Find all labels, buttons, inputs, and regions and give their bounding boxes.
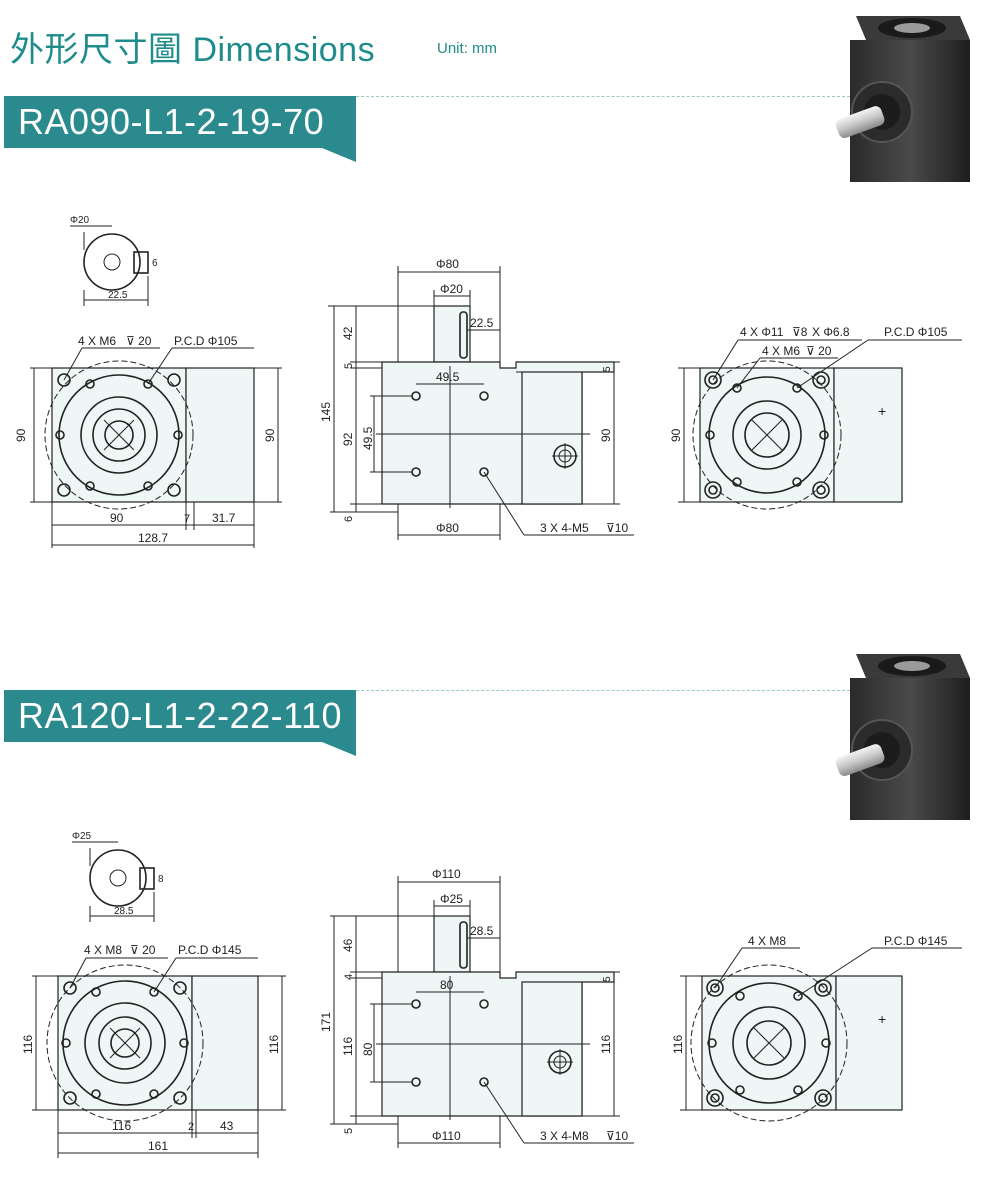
side-right-dim: 90: [599, 428, 613, 442]
plus-icon: +: [878, 1011, 886, 1027]
rear-holes-label: 4 X Φ11: [740, 325, 784, 339]
front-total-dim: 128.7: [138, 531, 168, 545]
side-h2-dim: 4: [343, 974, 355, 980]
rear-pcd-label: P.C.D Φ145: [884, 934, 948, 948]
side-h1-dim: 42: [341, 326, 355, 340]
side-total-dim: 145: [319, 402, 333, 422]
rear-cb2-label: X Φ6.8: [812, 325, 850, 339]
model-banner-1: RA090-L1-2-19-70: [4, 96, 356, 162]
side-right-top-dim: 5: [602, 976, 613, 982]
front-pcd-label: P.C.D Φ145: [178, 943, 242, 957]
side-right-dim: 116: [599, 1035, 613, 1054]
side-h4-dim: 6: [343, 516, 355, 522]
front-w2-dim: 2: [188, 1121, 194, 1133]
rear-side-dim: 116: [671, 1035, 685, 1054]
side-bottom-dim: Φ110: [432, 1129, 461, 1143]
shaft-key-detail: Φ20 6 22.5: [70, 215, 158, 306]
side-h4-dim: 5: [343, 1128, 355, 1134]
key-width-label: 8: [158, 874, 164, 885]
rear-holes-label: 4 X M8: [748, 934, 786, 948]
key-dia-label: Φ25: [72, 831, 92, 842]
side-h3-dim: 92: [341, 432, 355, 446]
front-view-2: 116 116 4 X M8 ⊽ 20 P.C.D Φ145 116 2 43 …: [21, 943, 286, 1158]
side-top-dim: Φ80: [436, 257, 459, 271]
front-w1-dim: 116: [112, 1119, 131, 1133]
side-h3-dim: 116: [341, 1037, 355, 1056]
rear-bolts-label: 4 X M6: [762, 344, 800, 358]
key-height-label: 28.5: [114, 906, 134, 917]
model-banner-2: RA120-L1-2-22-110: [4, 690, 356, 756]
side-top-dim: Φ110: [432, 867, 461, 881]
shaft-key-detail: Φ25 8 28.5: [72, 831, 164, 922]
gearbox-photo: [833, 15, 971, 183]
side-taps-depth: ⊽10: [606, 1129, 628, 1143]
key-height-label: 22.5: [108, 290, 128, 301]
side-hole-spacing-h: 49.5: [436, 370, 460, 384]
key-width-label: 6: [152, 258, 158, 269]
side-view-2: Φ110 Φ25 28.5 46 4 116 5 171 80 80 116 5…: [319, 867, 634, 1148]
rear-cb-depth: ⊽8: [792, 325, 808, 339]
front-depth-label: ⊽ 20: [126, 334, 152, 348]
front-w2-dim: 7: [184, 513, 190, 525]
side-shaft-dim: Φ25: [440, 892, 463, 906]
side-taps-label: 3 X 4-M8: [540, 1129, 589, 1143]
side-key-dim: 22.5: [470, 316, 494, 330]
side-right-top-dim: 5: [602, 366, 613, 372]
gearbox-photo: [833, 653, 971, 821]
side-shaft-dim: Φ20: [440, 282, 463, 296]
side-key-dim: 28.5: [470, 924, 494, 938]
rear-side-dim: 90: [669, 428, 683, 442]
front-w3-dim: 31.7: [212, 511, 236, 525]
front-bolts-label: 4 X M6: [78, 334, 116, 348]
rear-view-2: + 116 4 X M8 P.C.D Φ145: [671, 934, 962, 1122]
front-total-dim: 161: [148, 1139, 168, 1153]
rear-pcd-label: P.C.D Φ105: [884, 325, 948, 339]
side-hole-spacing-v: 49.5: [361, 426, 375, 450]
front-side-dim: 116: [21, 1035, 35, 1054]
rear-view-1: + 90 4 X Φ11 ⊽8 X Φ6.8 4 X M6 ⊽ 20 P.C.D…: [669, 325, 962, 510]
unit-label: Unit: mm: [437, 40, 497, 57]
banner-divider: [356, 96, 850, 97]
banner-divider: [356, 690, 850, 691]
front-depth-label: ⊽ 20: [130, 943, 156, 957]
front-pcd-label: P.C.D Φ105: [174, 334, 238, 348]
front-view-1: 90 90 4 X M6 ⊽ 20 P.C.D Φ105 90 7 31.7 1…: [14, 334, 282, 548]
rear-bolts-depth: ⊽ 20: [806, 344, 832, 358]
key-dia-label: Φ20: [70, 215, 90, 226]
front-w1-dim: 90: [110, 511, 124, 525]
side-hole-spacing-h: 80: [440, 978, 454, 992]
front-side-dim: 90: [14, 428, 28, 442]
side-bottom-dim: Φ80: [436, 521, 459, 535]
side-h1-dim: 46: [341, 938, 355, 952]
front-right-dim: 90: [263, 428, 277, 442]
side-total-dim: 171: [319, 1012, 333, 1032]
side-h2-dim: 5: [343, 363, 355, 369]
front-right-dim: 116: [267, 1035, 281, 1054]
side-view-1: Φ80 Φ20 22.5 42 5 92 6 145 49.5 49.5 90 …: [319, 257, 634, 540]
front-w3-dim: 43: [220, 1119, 234, 1133]
side-hole-spacing-v: 80: [361, 1042, 375, 1056]
front-bolts-label: 4 X M8: [84, 943, 122, 957]
side-taps-depth: ⊽10: [606, 521, 628, 535]
page-title: 外形尺寸圖 Dimensions: [10, 31, 376, 69]
plus-icon: +: [878, 403, 886, 419]
side-taps-label: 3 X 4-M5: [540, 521, 589, 535]
